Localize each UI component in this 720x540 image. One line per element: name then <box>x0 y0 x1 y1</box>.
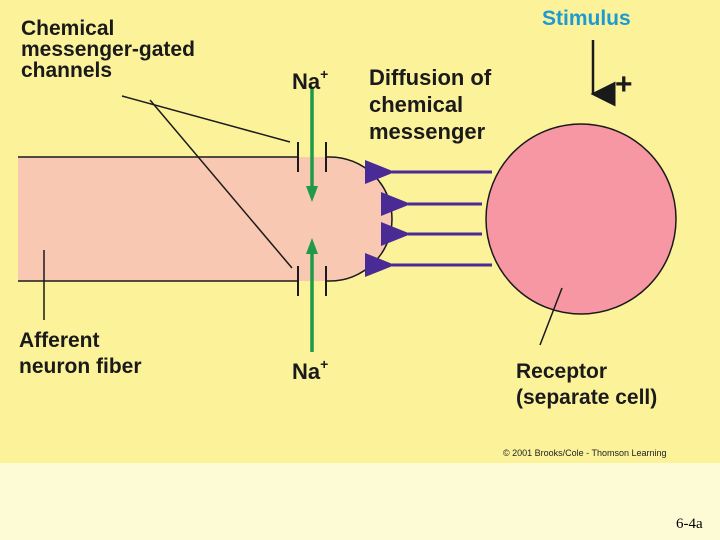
channels-label: Chemical messenger-gated channels <box>21 17 195 82</box>
copyright-notice: © 2001 Brooks/Cole - Thomson Learning <box>503 448 667 458</box>
leader-channel-top <box>121 95 291 143</box>
fiber-membrane-cap <box>329 156 393 282</box>
receptor-cell <box>485 123 677 315</box>
na-ion-label-top: Na+ <box>292 66 329 94</box>
stimulus-sign: + <box>615 68 633 101</box>
leader-channel-bottom <box>149 99 293 269</box>
stimulus-label: Stimulus <box>542 7 631 30</box>
na-influx-arrowhead-top <box>306 186 318 202</box>
diagram-graphic <box>18 40 677 352</box>
neuron-fiber <box>18 157 392 281</box>
diagram-panel: Chemical messenger-gated channels Stimul… <box>0 0 720 463</box>
na-influx-arrowhead-bottom <box>306 238 318 254</box>
na-ion-label-bottom: Na+ <box>292 356 329 384</box>
slide-number: 6-4a <box>676 516 703 532</box>
leader-receptor <box>539 287 563 346</box>
afferent-label: Afferent neuron fiber <box>19 329 142 378</box>
diffusion-label: Diffusion of chemical messenger <box>369 65 492 144</box>
receptor-label: Receptor (separate cell) <box>516 360 658 409</box>
